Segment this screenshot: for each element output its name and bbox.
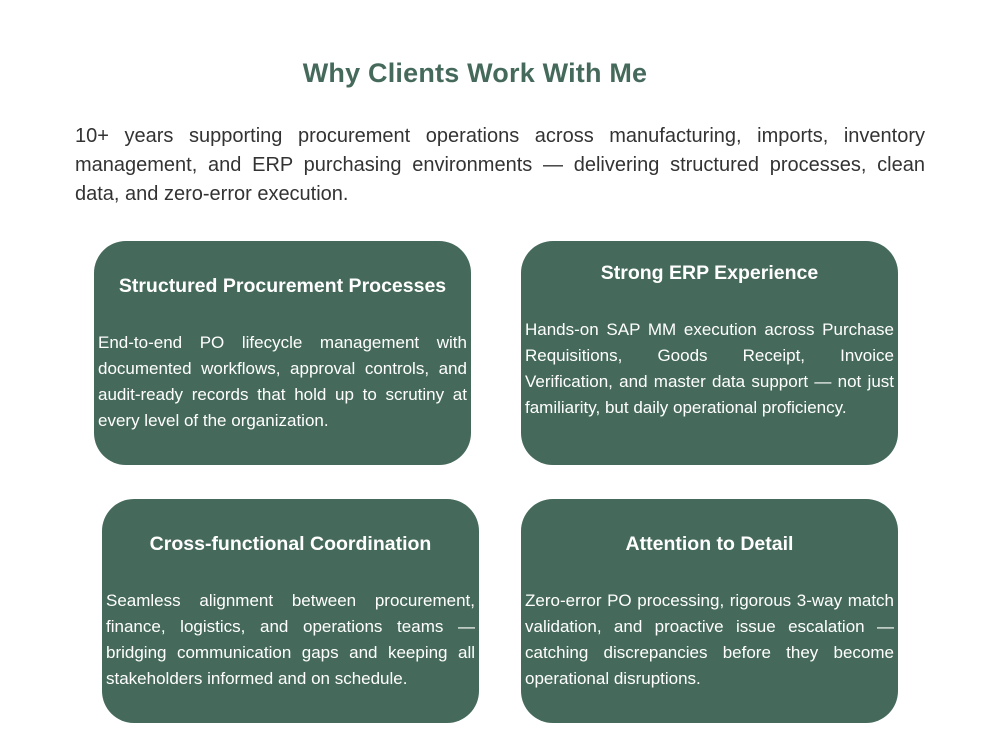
intro-paragraph: 10+ years supporting procurement operati… [75,125,925,205]
card-attention-to-detail: Attention to Detail Zero-error PO proces… [521,499,898,723]
card-cross-functional-coordination: Cross-functional Coordination Seamless a… [102,499,479,723]
card-title: Structured Procurement Processes [118,275,447,297]
card-body: Zero-error PO processing, rigorous 3-way… [525,591,894,688]
card-body: Seamless alignment between procurement, … [106,591,475,688]
card-structured-procurement-processes: Structured Procurement Processes End-to-… [94,241,471,465]
card-title: Cross-functional Coordination [149,533,432,555]
card-title: Strong ERP Experience [600,262,819,284]
card-body: End-to-end PO lifecycle management with … [98,333,467,430]
page-title: Why Clients Work With Me [302,58,648,88]
card-body: Hands-on SAP MM execution across Purchas… [525,320,894,417]
card-title: Attention to Detail [625,533,794,555]
card-strong-erp-experience: Strong ERP Experience Hands-on SAP MM ex… [521,241,898,465]
